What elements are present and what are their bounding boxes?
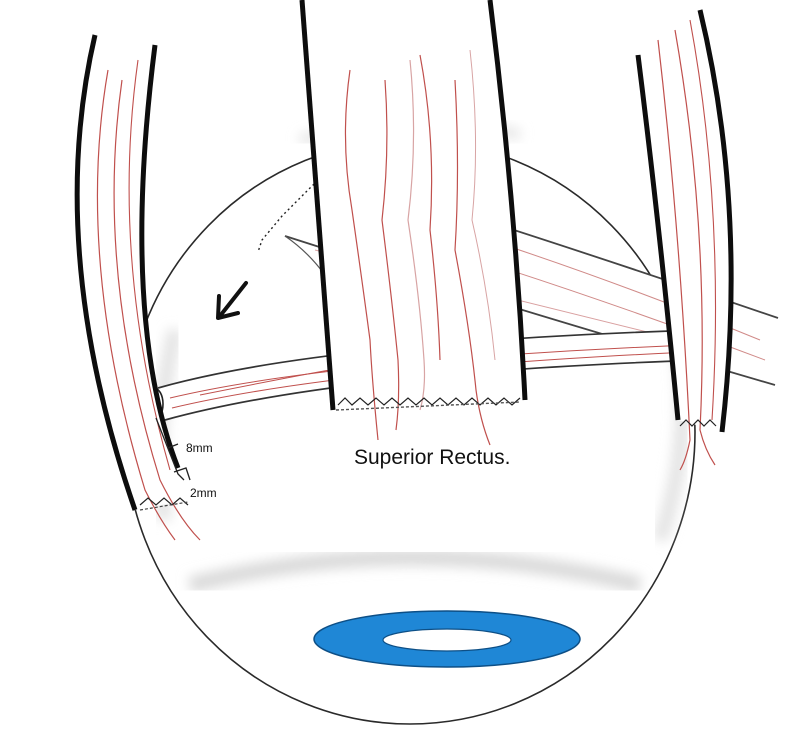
superior-rectus-muscle [299, 0, 528, 446]
label-superior-rectus: Superior Rectus. [354, 446, 511, 469]
right-rectus-muscle [635, 9, 734, 471]
arrow-icon [216, 281, 248, 320]
measurement-bracket [155, 417, 191, 481]
left-rectus-muscle [74, 34, 201, 541]
label-8mm: 8mm [186, 441, 213, 455]
label-2mm: 2mm [190, 486, 217, 500]
cornea-ring [313, 610, 581, 668]
